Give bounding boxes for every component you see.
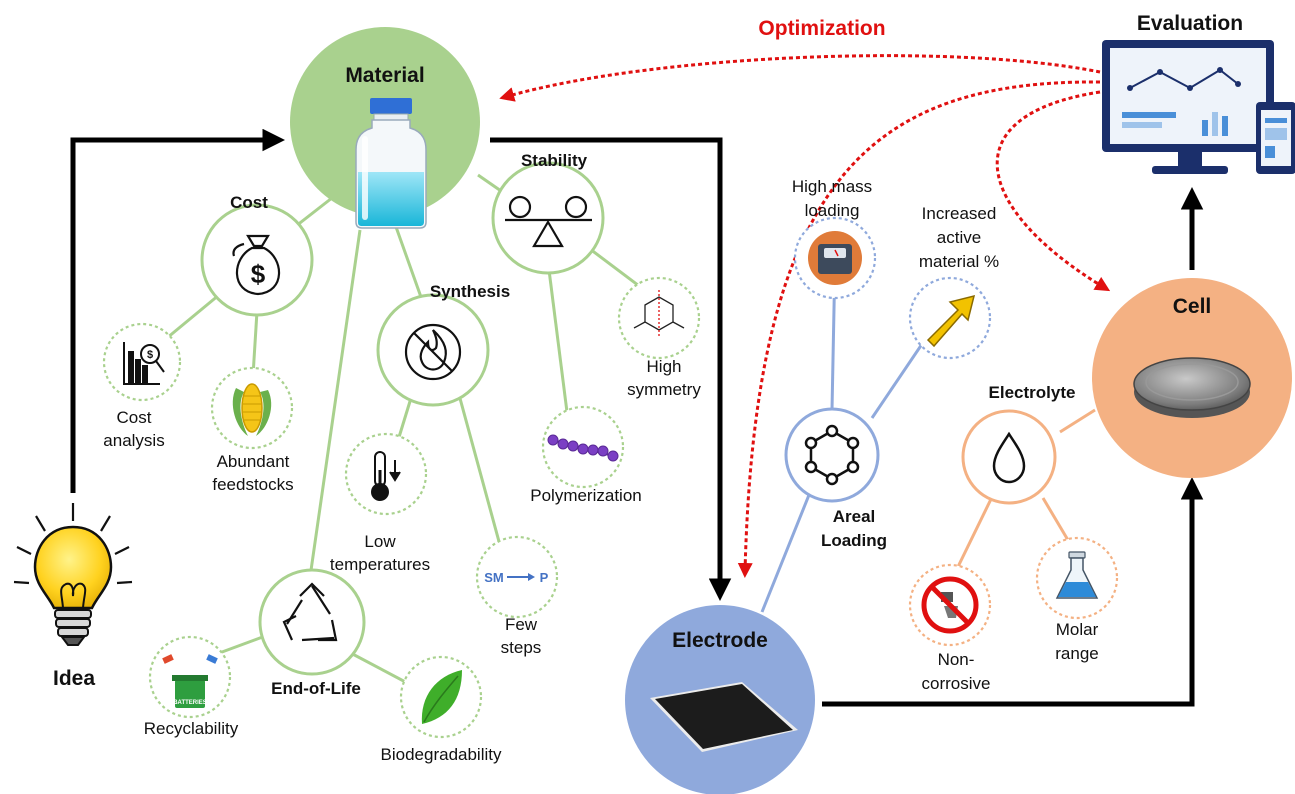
monitor-icon	[1102, 40, 1295, 174]
recycling-bin-icon	[162, 654, 218, 708]
recyclability-node: BATTERIES Recyclability	[144, 635, 239, 738]
lightbulb-icon	[13, 503, 133, 646]
high-mass-loading-node: High mass loading	[792, 177, 877, 300]
material-node: Material	[290, 27, 480, 229]
abundant-feedstocks-label-1: Abundant	[217, 452, 290, 471]
end-of-life-label: End-of-Life	[271, 679, 361, 698]
increased-active-label-3: material %	[919, 252, 999, 271]
polymerization-label: Polymerization	[530, 486, 642, 505]
main-flow-arrows	[70, 128, 1204, 707]
evaluation-label: Evaluation	[1137, 12, 1243, 35]
polymerization-node: Polymerization	[530, 405, 642, 505]
biodegradability-node: Biodegradability	[381, 655, 502, 764]
leaf-icon	[421, 670, 462, 724]
electrolyte-node: Electrolyte	[961, 383, 1076, 505]
batteries-text: BATTERIES	[173, 700, 207, 706]
recyclability-label: Recyclability	[144, 719, 239, 738]
idea-node: Idea	[13, 503, 133, 690]
areal-loading-node: Areal Loading	[784, 407, 887, 550]
optimization-arrows	[499, 54, 1111, 578]
recycle-icon	[282, 582, 338, 642]
electrolyte-label: Electrolyte	[989, 383, 1076, 402]
cost-analysis-label-2: analysis	[103, 431, 164, 450]
non-corrosive-label-1: Non-	[938, 650, 975, 669]
increased-active-node: Increased active material %	[908, 204, 999, 360]
no-corrosion-icon	[921, 576, 979, 634]
high-symmetry-label-1: High	[647, 357, 682, 376]
low-temperatures-node: Low temperatures	[330, 432, 430, 574]
bottle-icon	[355, 98, 427, 229]
high-mass-loading-label-2: loading	[805, 201, 860, 220]
cost-analysis-icon	[123, 342, 165, 385]
molar-range-label-1: Molar	[1056, 620, 1099, 639]
areal-loading-label-2: Loading	[821, 531, 887, 550]
no-fire-icon	[404, 323, 462, 381]
optimization-label: Optimization	[758, 17, 885, 40]
flask-icon	[1055, 551, 1099, 599]
few-steps-label-1: Few	[505, 615, 538, 634]
balance-scale-icon	[505, 195, 592, 248]
evaluation-node: Evaluation	[1102, 12, 1295, 174]
few-steps-node: SM P Few steps	[475, 535, 559, 657]
cost-node: Cost $	[200, 193, 314, 317]
increased-active-label-1: Increased	[922, 204, 997, 223]
biodegradability-label: Biodegradability	[381, 745, 502, 764]
high-symmetry-node: High symmetry	[617, 276, 701, 399]
non-corrosive-label-2: corrosive	[922, 674, 991, 693]
electrode-label: Electrode	[672, 629, 768, 652]
arrow-right-icon	[507, 573, 535, 581]
abundant-feedstocks-node: Abundant feedstocks	[210, 366, 294, 494]
high-symmetry-label-2: symmetry	[627, 380, 701, 399]
stability-node: Stability	[491, 151, 605, 275]
dollar-icon: $	[251, 259, 266, 289]
low-temperatures-label-1: Low	[364, 532, 396, 551]
molecule-icon	[633, 290, 685, 338]
thermometer-icon	[371, 451, 401, 501]
areal-loading-label-1: Areal	[833, 507, 876, 526]
sm-label: SM	[484, 570, 504, 585]
cost-analysis-dollar-icon: $	[147, 349, 153, 361]
money-bag-icon	[232, 234, 281, 296]
cost-analysis-node: $ Cost analysis	[102, 322, 182, 450]
molar-range-label-2: range	[1055, 644, 1098, 663]
cell-node: Cell	[1092, 278, 1292, 478]
high-mass-loading-label-1: High mass	[792, 177, 872, 196]
synthesis-label: Synthesis	[430, 282, 510, 301]
end-of-life-node: End-of-Life	[258, 568, 366, 698]
droplet-icon	[992, 431, 1026, 484]
cost-analysis-label-1: Cost	[117, 408, 152, 427]
few-steps-label-2: steps	[501, 638, 542, 657]
abundant-feedstocks-label-2: feedstocks	[212, 475, 293, 494]
cell-label: Cell	[1173, 295, 1212, 318]
material-label: Material	[345, 64, 424, 87]
corn-icon	[232, 383, 272, 436]
increased-active-label-2: active	[937, 228, 981, 247]
polymer-chain-icon	[547, 434, 619, 462]
electrode-sheet-icon	[650, 682, 798, 752]
electrode-node: Electrode	[625, 605, 815, 794]
idea-label: Idea	[53, 667, 95, 690]
cost-label: Cost	[230, 193, 268, 212]
non-corrosive-node: Non- corrosive	[908, 563, 992, 693]
synthesis-node: Synthesis	[376, 282, 510, 407]
coin-cell-icon	[1133, 357, 1251, 418]
hexagon-molecule-icon	[804, 424, 860, 486]
weighing-scale-icon	[808, 231, 862, 285]
p-label: P	[540, 570, 549, 585]
stability-label: Stability	[521, 151, 588, 170]
arrow-up-right-icon	[926, 294, 976, 348]
molar-range-node: Molar range	[1035, 536, 1119, 663]
low-temperatures-label-2: temperatures	[330, 555, 430, 574]
